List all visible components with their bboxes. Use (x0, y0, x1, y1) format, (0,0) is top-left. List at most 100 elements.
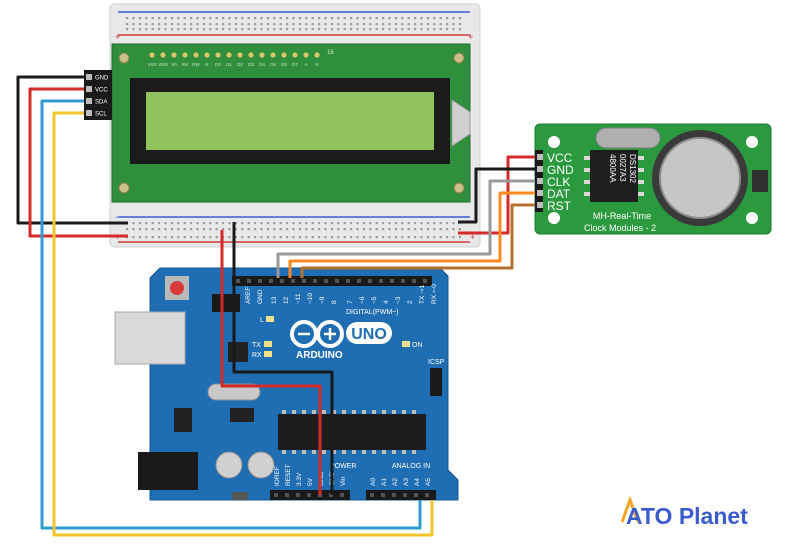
rail-hole (298, 23, 301, 26)
rail-hole (145, 236, 148, 239)
chip-pin (392, 410, 396, 414)
lcd-pin-label: RS (182, 62, 188, 67)
lcd-pin-label: D5 (270, 62, 276, 67)
rail-hole (273, 23, 276, 26)
chip-pin (382, 410, 386, 414)
rail-hole (458, 17, 461, 20)
rail-hole (222, 23, 225, 26)
rail-hole (446, 222, 449, 225)
header-hole (379, 279, 383, 283)
rail-hole (318, 28, 321, 31)
rail-hole (311, 236, 314, 239)
rail-hole (190, 236, 193, 239)
rail-hole (138, 222, 141, 225)
rail-hole (286, 222, 289, 225)
wire-sda (40, 99, 422, 530)
i2c-pin-label: VCC (95, 88, 108, 94)
rail-hole (305, 228, 308, 231)
rail-hole (279, 228, 282, 231)
rail-hole (164, 23, 167, 26)
i2c-pin-label: SDA (95, 100, 107, 106)
rail-hole (337, 28, 340, 31)
led-on-label: ON (412, 342, 423, 349)
rail-hole (222, 28, 225, 31)
rail-hole (318, 236, 321, 239)
rail-hole (414, 236, 417, 239)
rail-hole (132, 228, 135, 231)
chip-pin (362, 410, 366, 414)
rail-hole (215, 222, 218, 225)
rail-hole (132, 236, 135, 239)
chip-pin (282, 450, 286, 454)
rail-hole (298, 236, 301, 239)
rail-hole (266, 17, 269, 20)
lcd-pin-label: A (304, 62, 308, 67)
wire-rtc-vcc (458, 155, 535, 235)
rail-hole (356, 17, 359, 20)
rail-hole (369, 222, 372, 225)
rail-hole (394, 23, 397, 26)
rail-hole (452, 222, 455, 225)
rail-hole (247, 236, 250, 239)
chip-pin (292, 450, 296, 454)
rail-hole (222, 228, 225, 231)
rail-hole (209, 236, 212, 239)
rail-hole (407, 236, 410, 239)
rail-hole (420, 228, 423, 231)
rail-hole (407, 228, 410, 231)
rail-hole (426, 17, 429, 20)
rail-hole (382, 222, 385, 225)
chip-pin (312, 450, 316, 454)
rail-hole (292, 17, 295, 20)
rail-hole (158, 236, 161, 239)
rtc-module: DS1302 0027A3 4800AA MH-Real-Time Clock … (534, 123, 772, 235)
wire-rtc-gnd (458, 167, 535, 224)
lcd-pin-hole (149, 52, 155, 58)
chip-marking: DS1302 (628, 154, 637, 183)
rail-hole (202, 236, 205, 239)
header-hole (335, 279, 339, 283)
wire-rtc-dat (288, 191, 535, 278)
rail-hole (452, 236, 455, 239)
i2c-pin (86, 74, 92, 80)
rail-hole (292, 23, 295, 26)
crystal (595, 127, 661, 149)
rail-hole (234, 228, 237, 231)
mount-hole (453, 182, 465, 194)
header-hole (324, 279, 328, 283)
brand-logo: ATO Planet (620, 495, 748, 529)
digital-pin-label: ~10 (307, 293, 314, 304)
rail-hole (330, 23, 333, 26)
rail-hole (401, 28, 404, 31)
rail-hole (458, 23, 461, 26)
rail-hole (369, 228, 372, 231)
chip-pin (412, 410, 416, 414)
digital-pin-label: ~9 (319, 296, 326, 304)
led-rx (264, 351, 272, 357)
rail-hole (196, 236, 199, 239)
wire-scl (52, 111, 434, 537)
rail-hole (426, 28, 429, 31)
header-hole (258, 279, 262, 283)
rail-hole (433, 28, 436, 31)
rail-hole (228, 23, 231, 26)
rail-hole (305, 28, 308, 31)
rail-hole (369, 23, 372, 26)
header-hole (381, 493, 385, 497)
rail-hole (382, 23, 385, 26)
rail-hole (311, 28, 314, 31)
rail-hole (458, 236, 461, 239)
rail-hole (279, 23, 282, 26)
rail-hole (337, 222, 340, 225)
rail-hole (151, 222, 154, 225)
rail-hole (260, 17, 263, 20)
rail-hole (170, 222, 173, 225)
led-on (402, 341, 410, 347)
digital-label: DIGITAL(PWM~) (346, 309, 399, 316)
rail-hole (420, 236, 423, 239)
rail-hole (177, 23, 180, 26)
rtc-pin-label: GND (547, 163, 574, 177)
rail-hole (350, 228, 353, 231)
rail-hole (292, 236, 295, 239)
rail-hole (439, 23, 442, 26)
